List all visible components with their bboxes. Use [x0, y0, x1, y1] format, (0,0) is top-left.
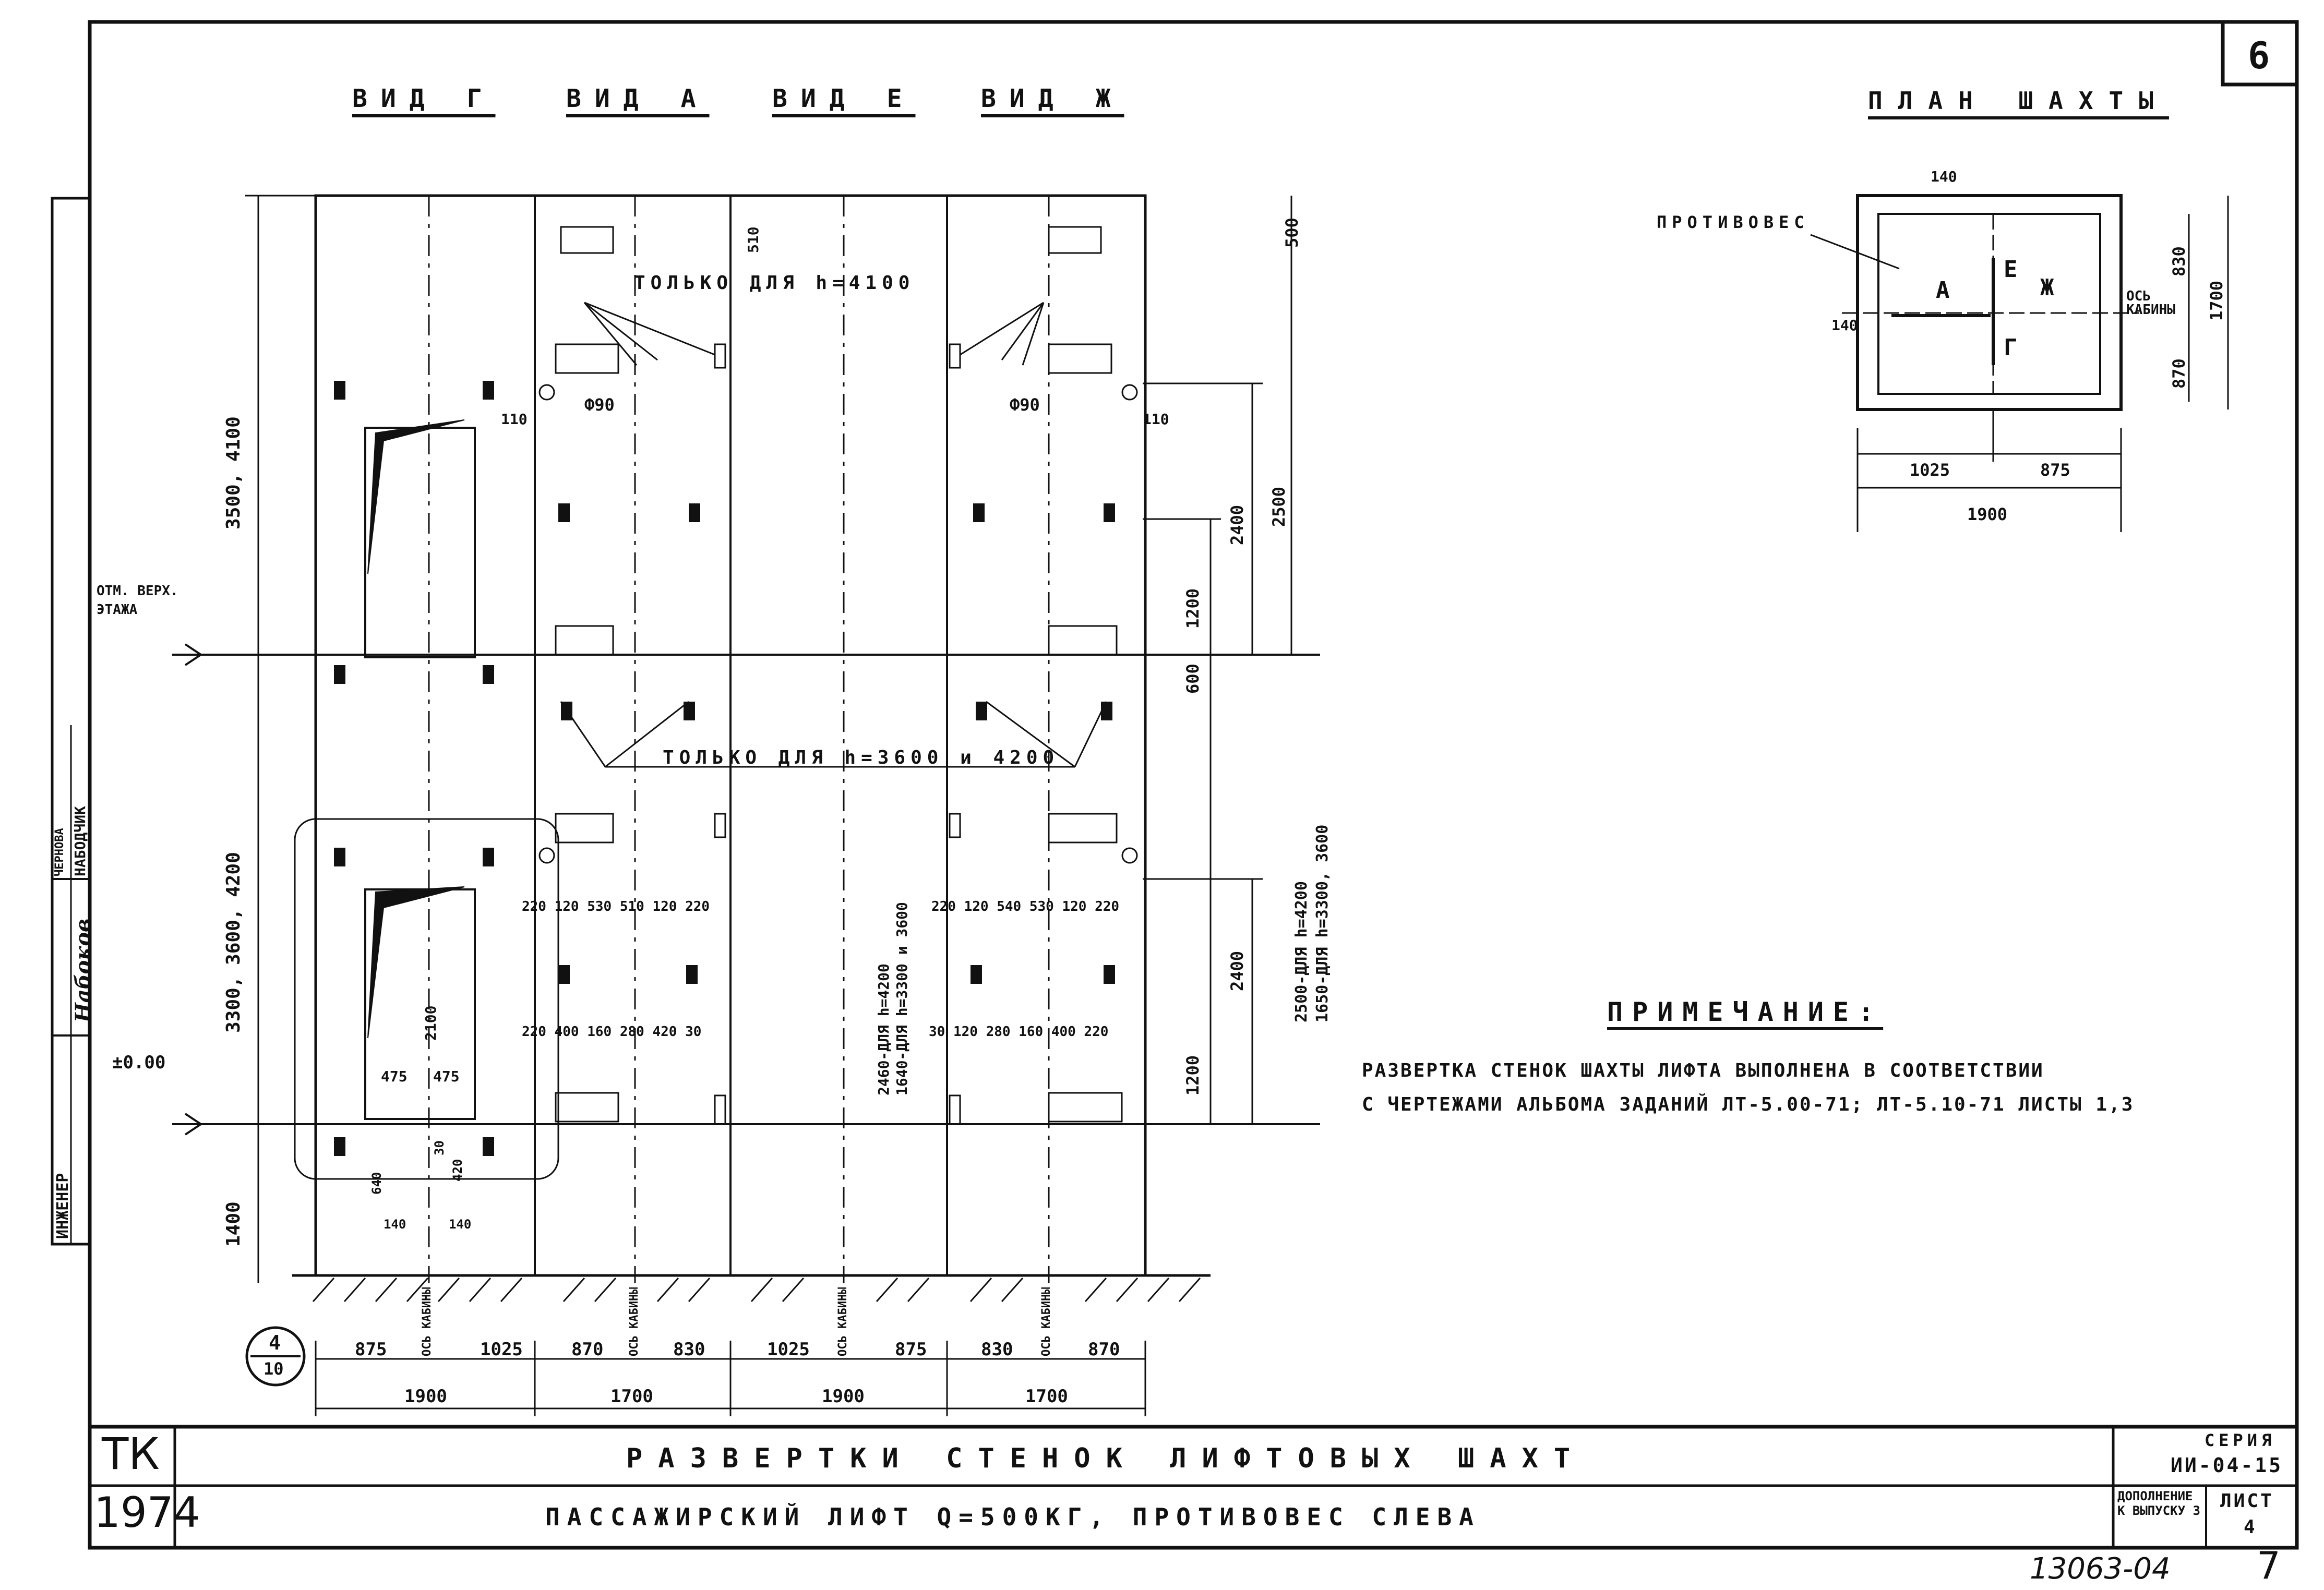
axis-label-1: ОСЬ КАБИНЫ: [421, 1287, 434, 1356]
bottom-dim-5: 1025: [767, 1339, 810, 1360]
dim-510: 510: [745, 226, 762, 253]
dim-3300-3600-4200: 3300, 3600, 4200: [223, 852, 244, 1033]
dim-500: 500: [1282, 218, 1302, 248]
dim-475-a: 475: [381, 1068, 408, 1085]
dim-1200-top: 1200: [1183, 588, 1203, 629]
title-block-subtitle: ПАССАЖИРСКИЙ ЛИФТ Q=500КГ, ПРОТИВОВЕС СЛ…: [545, 1503, 1481, 1531]
dim-1640-long: 1640-ДЛЯ h=3300 и 3600: [893, 902, 911, 1095]
stamp-engineer-label: ИНЖЕНЕР: [54, 1173, 72, 1239]
title-block-series-value: ИИ-04-15: [2171, 1454, 2283, 1477]
bottom-dim-8: 870: [1088, 1339, 1120, 1360]
dims-row-a-top: 220 120 530 510 120 220: [522, 899, 710, 914]
callout-top: 4: [269, 1331, 281, 1354]
plan-dim-870: 870: [2169, 358, 2189, 389]
dim-2400-bot: 2400: [1227, 950, 1247, 991]
view-title-g: ВИД Г: [352, 84, 496, 113]
dim-640: 640: [369, 1172, 384, 1195]
sheet-number-box: 6: [2248, 34, 2270, 77]
note-only-4100: ТОЛЬКО ДЛЯ h=4100: [634, 272, 915, 294]
axis-label-4: ОСЬ КАБИНЫ: [1040, 1287, 1053, 1356]
view-title-a: ВИД А: [566, 84, 710, 113]
dim-2460-long: 2460-ДЛЯ h=4200: [875, 963, 892, 1095]
dim-3500-4100: 3500, 4100: [223, 416, 244, 529]
bottom-dim-4: 830: [673, 1339, 705, 1360]
plan-dim-1025: 1025: [1910, 460, 1950, 480]
floor-mark-label: ОТМ. ВЕРХ. ЭТАЖА: [97, 583, 178, 618]
stamp-engineer-name: Набоков: [71, 918, 95, 1022]
bottom-dim-7: 830: [981, 1339, 1013, 1360]
plan-dim-140-top: 140: [1931, 168, 1957, 185]
title-block-sheet-value: 4: [2244, 1516, 2255, 1538]
stamp-checker-label: НАБОДЧИК: [71, 806, 89, 876]
note-line-2: С ЧЕРТЕЖАМИ АЛЬБОМА ЗАДАНИЙ ЛТ-5.00-71; …: [1362, 1094, 2135, 1115]
dim-140-a: 140: [384, 1217, 406, 1232]
phi90-left: Ф90: [584, 395, 615, 415]
dim-1650-long: 1650-ДЛЯ h=3300, 3600: [1313, 824, 1332, 1022]
phi90-right: Ф90: [1010, 395, 1040, 415]
total-dim-3: 1900: [822, 1386, 865, 1407]
dim-1200-bot: 1200: [1183, 1055, 1203, 1095]
footer-doc-number: 13063-04: [2030, 1552, 2171, 1586]
dim-110-right: 110: [1143, 411, 1169, 428]
plan-letter-a: А: [1936, 277, 1950, 304]
total-dim-4: 1700: [1025, 1386, 1068, 1407]
dim-30: 30: [432, 1140, 447, 1155]
dim-2500-long: 2500-ДЛЯ h=4200: [1292, 881, 1311, 1022]
plan-axis-cabin: ОСЬ КАБИНЫ: [2126, 288, 2175, 318]
dims-row-a-bot: 220 400 160 280 420 30: [522, 1024, 702, 1040]
note-title: ПРИМЕЧАНИЕ:: [1607, 997, 1884, 1027]
dim-110-left: 110: [501, 411, 528, 428]
plan-letter-zh: Ж: [2040, 274, 2054, 301]
bottom-dim-1: 875: [355, 1339, 387, 1360]
dim-2500: 2500: [1269, 486, 1289, 527]
dim-600: 600: [1183, 664, 1203, 694]
dim-420: 420: [450, 1159, 465, 1182]
dim-140-b: 140: [449, 1217, 472, 1232]
title-block-title: РАЗВЕРТКИ СТЕНОК ЛИФТОВЫХ ШАХТ: [626, 1443, 1586, 1474]
title-block-org: ТК: [102, 1428, 160, 1479]
view-title-zh: ВИД Ж: [981, 84, 1124, 113]
dim-475-b: 475: [433, 1068, 460, 1085]
plan-dim-140-left: 140: [1831, 317, 1858, 334]
bottom-dim-3: 870: [571, 1339, 604, 1360]
title-block-series-label: СЕРИЯ: [2205, 1430, 2276, 1450]
bottom-dim-6: 875: [895, 1339, 927, 1360]
note-line-1: РАЗВЕРТКА СТЕНОК ШАХТЫ ЛИФТА ВЫПОЛНЕНА В…: [1362, 1060, 2044, 1081]
axis-label-3: ОСЬ КАБИНЫ: [836, 1287, 849, 1356]
footer-page-number: 7: [2257, 1544, 2281, 1587]
bottom-dim-2: 1025: [480, 1339, 523, 1360]
dims-row-zh-top: 220 120 540 530 120 220: [931, 899, 1120, 914]
dim-2400-top: 2400: [1227, 504, 1247, 545]
dim-2100: 2100: [422, 1005, 439, 1041]
stamp-checker-name: ЧЕРНОВА: [53, 828, 66, 876]
plan-dim-1900: 1900: [1967, 504, 2008, 524]
axis-label-2: ОСЬ КАБИНЫ: [628, 1287, 641, 1356]
callout-bottom: 10: [263, 1359, 284, 1379]
title-block-year: 1974: [94, 1488, 200, 1537]
plan-dim-1700: 1700: [2207, 280, 2226, 321]
zero-mark-label: ±0.00: [112, 1052, 166, 1073]
plan-letter-e: Е: [2004, 256, 2018, 283]
dim-1400: 1400: [223, 1201, 244, 1247]
plan-letter-g: Г: [2004, 334, 2018, 361]
title-block-sheet-label: ЛИСТ: [2220, 1490, 2274, 1512]
plan-title: ПЛАН ШАХТЫ: [1868, 87, 2169, 115]
note-only-3600-4200: ТОЛЬКО ДЛЯ h=3600 и 4200: [663, 747, 1060, 768]
title-block-addition-label: ДОПОЛНЕНИЕ К ВЫПУСКУ 3: [2117, 1489, 2200, 1518]
dims-row-zh-bot: 30 120 280 160 400 220: [929, 1024, 1109, 1040]
view-title-e: ВИД Е: [772, 84, 916, 113]
total-dim-2: 1700: [610, 1386, 653, 1407]
total-dim-1: 1900: [404, 1386, 447, 1407]
plan-dim-830: 830: [2169, 246, 2189, 276]
plan-counterweight-label: ПРОТИВОВЕС: [1657, 212, 1810, 232]
plan-dim-875: 875: [2040, 460, 2070, 480]
